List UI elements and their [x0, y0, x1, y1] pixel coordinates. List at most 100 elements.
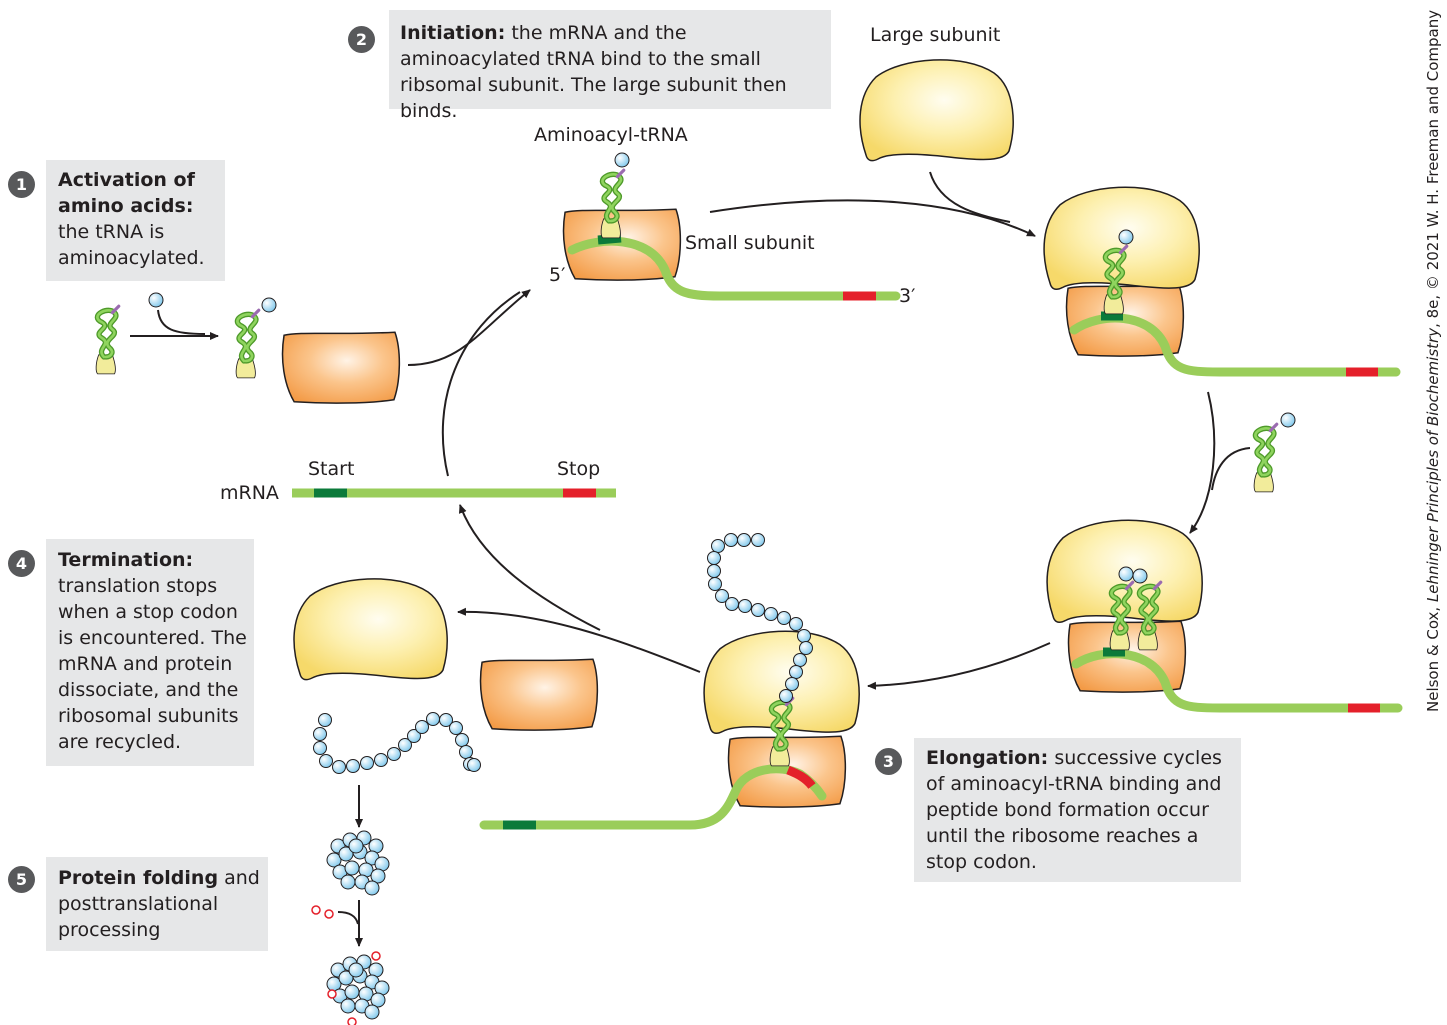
processed-protein: [326, 951, 390, 1025]
step-3-text: Elongation: successive cycles of aminoac…: [926, 745, 1231, 875]
amino-acid-bead: [715, 589, 729, 603]
amino-acid-bead: [737, 533, 751, 547]
amino-acid-bead: [789, 665, 803, 679]
modification-group: [347, 1017, 357, 1025]
amino-acid-bead: [724, 533, 738, 547]
arrow-to-small-subunit: [407, 289, 531, 366]
credit-prefix: Nelson & Cox,: [1424, 602, 1442, 712]
step-5-title: Protein folding: [58, 867, 219, 889]
step-4-text: Termination: translation stops when a st…: [58, 547, 250, 755]
step-2-body: the mRNA and the aminoacylated tRNA bind…: [400, 22, 787, 122]
step-1-text: Activation of amino acids: the tRNA is a…: [58, 167, 218, 271]
label-small-subunit: Small subunit: [685, 232, 815, 254]
step-4-body: translation stops when a stop codon is e…: [58, 575, 247, 753]
released-polypeptide: [313, 712, 481, 774]
aminoacylated-trna-1: [236, 310, 259, 378]
step-2-title: Initiation:: [400, 22, 506, 44]
small-subunit-recycled: [479, 658, 599, 731]
incoming-trna: [1254, 424, 1277, 492]
amino-acid-bead: [738, 599, 752, 613]
arrow-amino-acid-attach: [157, 309, 206, 335]
mrna-elongation: [1071, 649, 1403, 713]
amino-acid-bead: [370, 868, 386, 884]
arrow-to-recycled-subunits: [457, 607, 701, 673]
amino-acid-bead: [779, 689, 793, 703]
step-1-body: the tRNA is aminoacylated.: [58, 221, 205, 269]
small-subunit-free-1: [281, 331, 401, 404]
amino-acid-bead: [455, 733, 469, 747]
amino-acid-bead: [467, 758, 481, 772]
amino-acid-bead: [751, 533, 765, 547]
amino-acid-bead: [725, 597, 739, 611]
step-1-title: Activation of amino acids:: [58, 169, 195, 217]
arrow-processing-groups: [337, 911, 359, 925]
amino-acid-bead: [751, 603, 765, 617]
trna-amino-acid-1: [261, 297, 277, 313]
step-1-number: 1: [8, 171, 35, 198]
amino-acid-bead: [711, 539, 725, 553]
modification-group: [371, 951, 381, 961]
label-large-subunit: Large subunit: [870, 24, 1001, 46]
amino-acid-bead: [426, 712, 440, 726]
amino-acid-assembled: [1118, 229, 1134, 245]
amino-acid-bead: [459, 745, 473, 759]
amino-acid-init: [614, 152, 630, 168]
amino-acid-bead: [398, 738, 412, 752]
amino-acid-bead: [707, 564, 721, 578]
amino-acid-bead: [708, 577, 722, 591]
arrow-to-termination: [867, 642, 1051, 690]
amino-acid-bead: [439, 713, 453, 727]
amino-acid-bead: [799, 641, 813, 655]
amino-acid-bead: [344, 984, 360, 1000]
modifying-group-2: [324, 909, 334, 919]
step-5-box: [46, 857, 268, 951]
cycle-arrows: [130, 171, 1251, 947]
arrow-trna-join: [1211, 447, 1251, 491]
copyright-credit: Nelson & Cox, Lehninger Principles of Bi…: [1424, 10, 1442, 712]
amino-acid-bead: [346, 759, 360, 773]
amino-acid-bead: [319, 754, 333, 768]
incoming-amino-acid: [1280, 412, 1296, 428]
folded-protein: [326, 830, 390, 896]
amino-acid-bead: [415, 720, 429, 734]
arrow-mrna-to-initiation: [441, 291, 521, 477]
amino-acid-bead: [313, 741, 327, 755]
amino-acid-bead: [360, 756, 374, 770]
step-5-body: and posttranslational processing: [58, 867, 260, 941]
label-aminoacyl-trna: Aminoacyl-tRNA: [534, 124, 688, 146]
step-2-box: [389, 10, 831, 109]
step-3-number: 3: [875, 748, 902, 775]
step-2-text: Initiation: the mRNA and the aminoacylat…: [400, 20, 826, 124]
step-4-title: Termination:: [58, 549, 194, 571]
amino-acid-bead: [785, 677, 799, 691]
amino-acid-bead: [344, 860, 360, 876]
polypeptide-chain-termination: [707, 533, 813, 703]
free-trna-1: [96, 306, 119, 374]
label-stop: Stop: [557, 458, 601, 480]
amino-acid-bead: [407, 729, 421, 743]
step-2-number: 2: [348, 26, 375, 53]
modifying-group-1: [311, 905, 321, 915]
amino-acid-bead: [764, 607, 778, 621]
step-4-box: [46, 539, 254, 766]
amino-acid-bead: [793, 653, 807, 667]
start-codon-init: [597, 233, 622, 245]
step-3-title: Elongation:: [926, 747, 1049, 769]
amino-acid-bead: [348, 962, 364, 978]
label-mrna: mRNA: [220, 482, 279, 504]
amino-acid-bead: [364, 880, 380, 896]
amino-acid-bead: [387, 747, 401, 761]
amino-acid-bead: [313, 727, 327, 741]
credit-title: Lehninger Principles of Biochemistry: [1424, 327, 1442, 603]
amino-acid-bead: [370, 992, 386, 1008]
amino-acid-bead: [340, 874, 356, 890]
amino-acid-bead: [326, 852, 342, 868]
step-5-text: Protein folding and posttranslational pr…: [58, 865, 264, 943]
stop-codon-termination: [786, 765, 816, 789]
amino-acid-elongation-a: [1132, 568, 1148, 584]
amino-acid-bead: [707, 551, 721, 565]
amino-acid-bead: [777, 611, 791, 625]
modification-group: [327, 989, 337, 999]
